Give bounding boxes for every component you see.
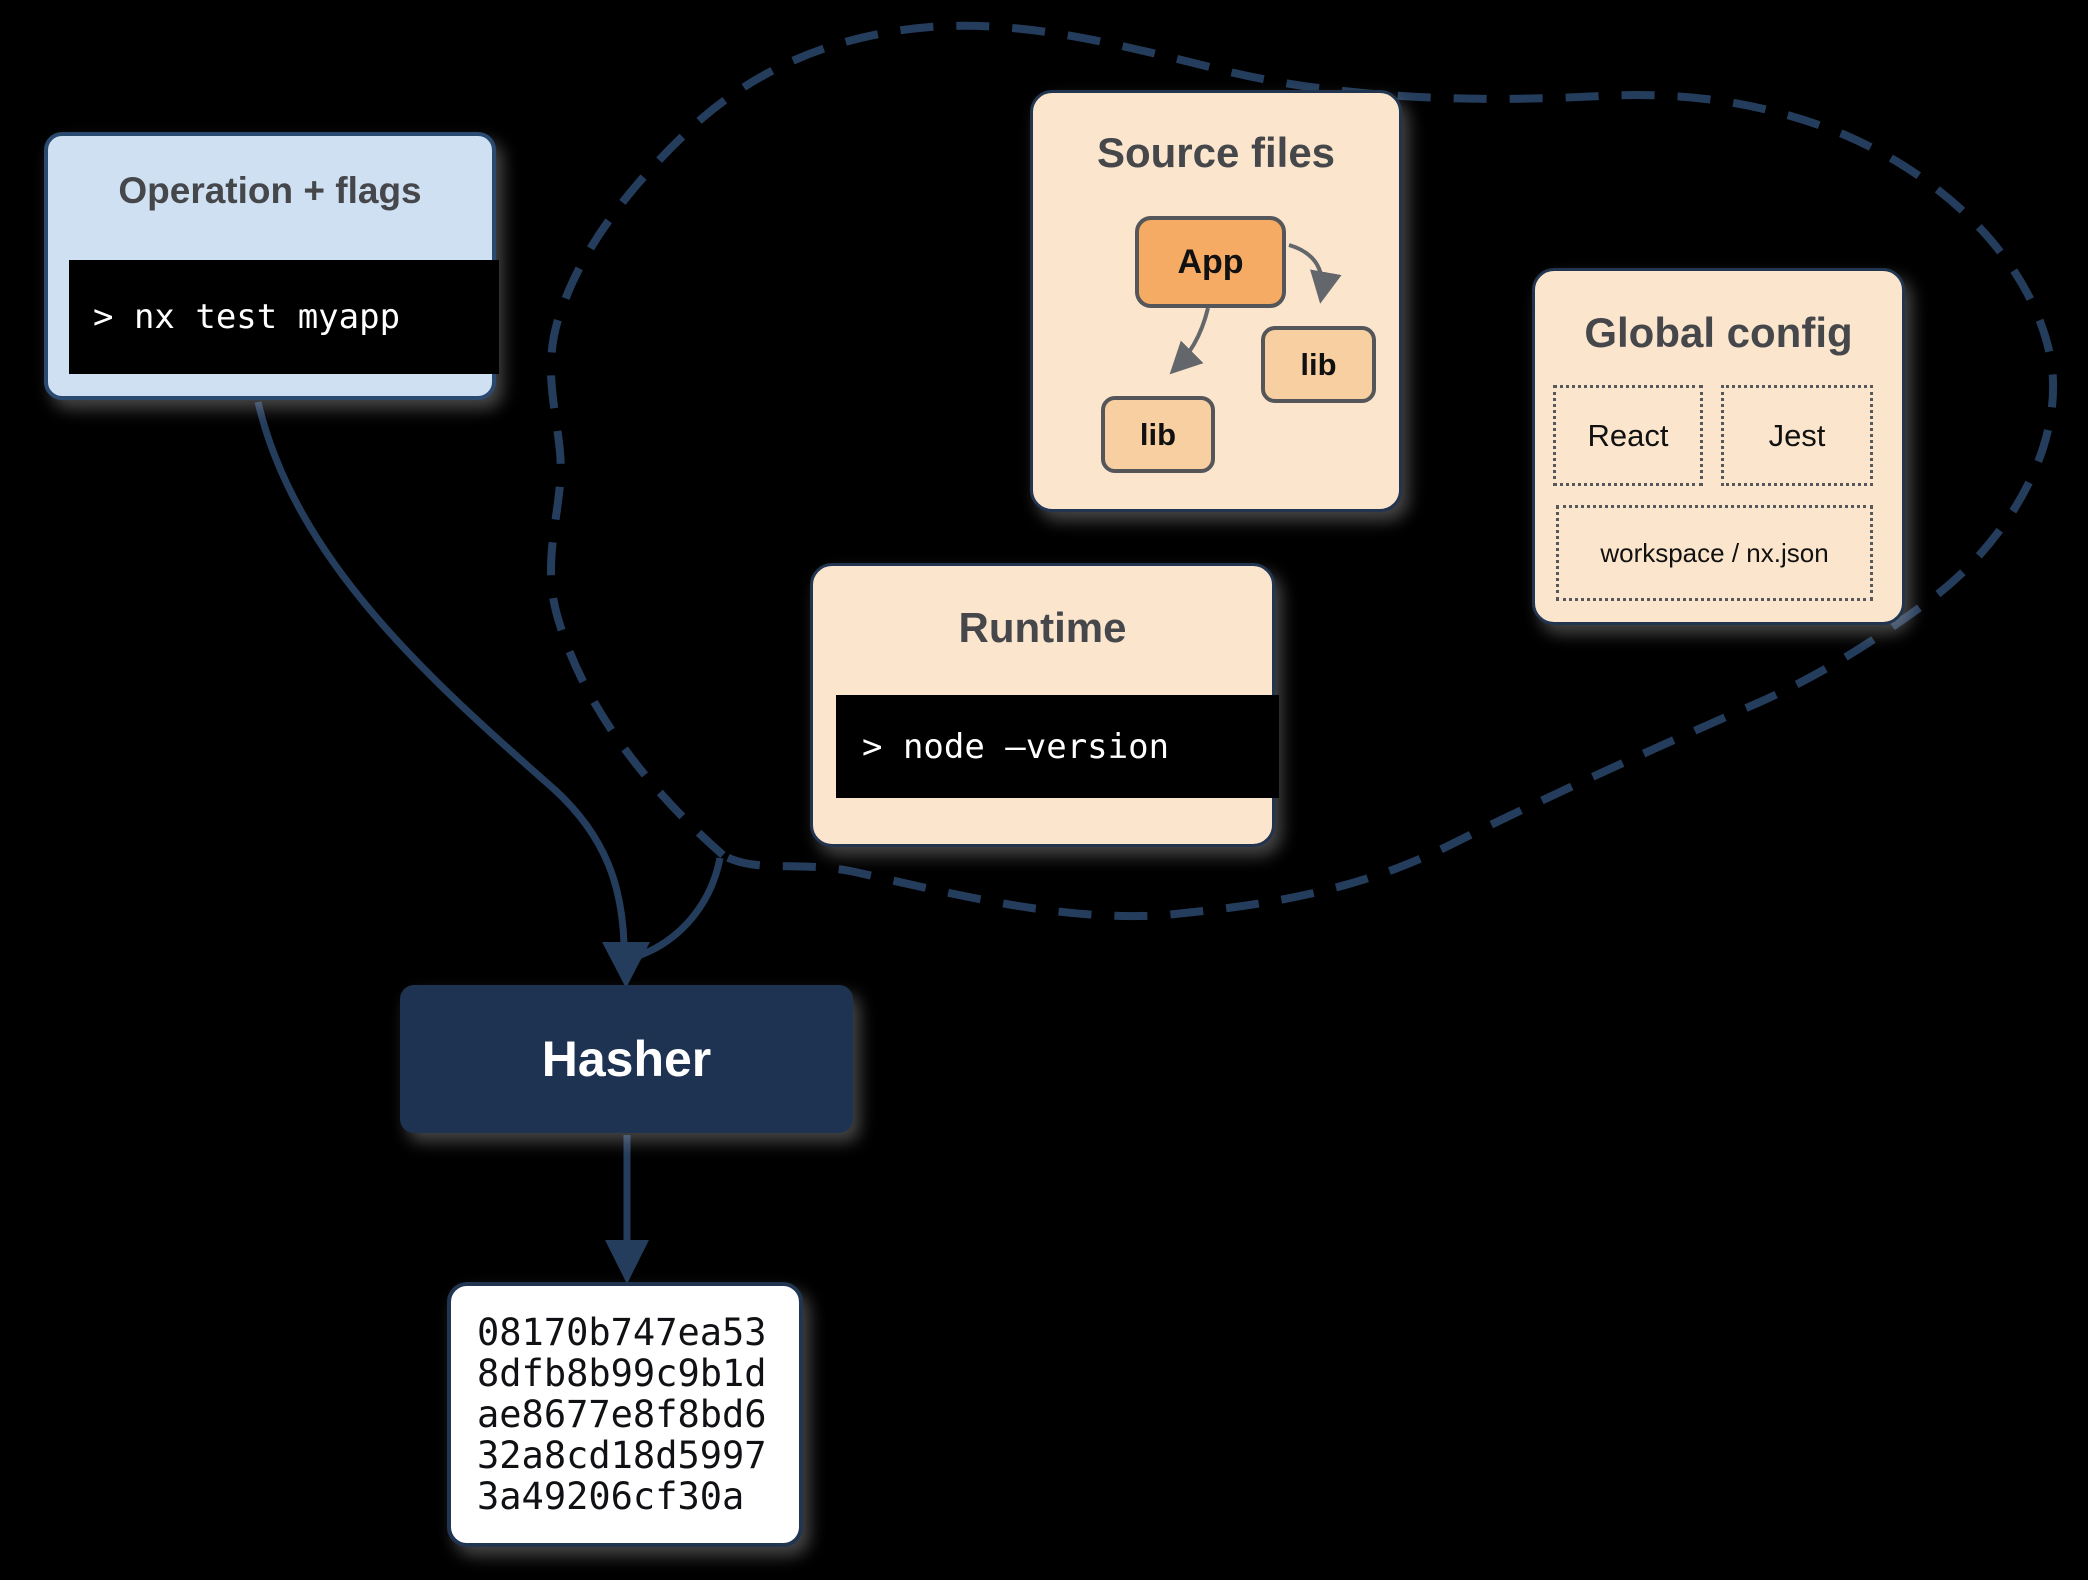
lib-node-right-label: lib <box>1300 346 1337 382</box>
hasher-input-arrowhead <box>602 942 650 988</box>
runtime-title: Runtime <box>958 604 1127 651</box>
jest-config-label: Jest <box>1768 417 1826 453</box>
workspace-config-item: workspace / nx.json <box>1556 505 1873 601</box>
global-config-title: Global config <box>1584 309 1853 356</box>
react-config-label: React <box>1587 417 1669 453</box>
runtime-terminal: > node –version <box>836 695 1279 798</box>
hasher-label: Hasher <box>541 1031 712 1087</box>
workspace-config-label: workspace / nx.json <box>1600 537 1829 568</box>
jest-config-item: Jest <box>1721 385 1873 486</box>
app-node: App <box>1135 216 1286 308</box>
hash-line: 8dfb8b99c9b1d <box>477 1352 767 1395</box>
operation-terminal: > nx test myapp <box>69 260 499 374</box>
hash-line: 08170b747ea53 <box>477 1311 767 1354</box>
source-files-box: Source files App lib lib <box>1030 90 1402 512</box>
react-config-item: React <box>1553 385 1703 486</box>
app-node-label: App <box>1177 242 1244 281</box>
hash-output-arrowhead <box>605 1240 649 1284</box>
runtime-box: Runtime > node –version <box>810 563 1279 847</box>
operation-flags-box: Operation + flags > nx test myapp <box>44 132 499 400</box>
inputs-cloud-outline <box>547 21 2058 921</box>
operation-to-hasher-curve <box>254 401 628 945</box>
hash-line: 3a49206cf30a <box>477 1475 745 1518</box>
dependency-arrows <box>1169 243 1342 375</box>
lib-node-left: lib <box>1101 396 1215 473</box>
lib-node-left-label: lib <box>1139 416 1177 452</box>
operation-command: > nx test myapp <box>93 297 401 337</box>
hasher-box: Hasher <box>400 985 853 1133</box>
hash-line: ae8677e8f8bd6 <box>477 1393 767 1436</box>
lib-node-right: lib <box>1261 326 1376 403</box>
hash-output-box: 08170b747ea53 8dfb8b99c9b1d ae8677e8f8bd… <box>447 1282 803 1547</box>
operation-flags-title: Operation + flags <box>118 170 422 211</box>
app-to-lib-left-arrow <box>1169 307 1210 375</box>
app-to-lib-right-arrow <box>1288 243 1342 304</box>
global-config-box: Global config React Jest workspace / nx.… <box>1532 268 1905 625</box>
hash-line: 32a8cd18d5997 <box>477 1434 767 1477</box>
source-files-title: Source files <box>1096 129 1336 176</box>
runtime-command: > node –version <box>862 726 1170 767</box>
